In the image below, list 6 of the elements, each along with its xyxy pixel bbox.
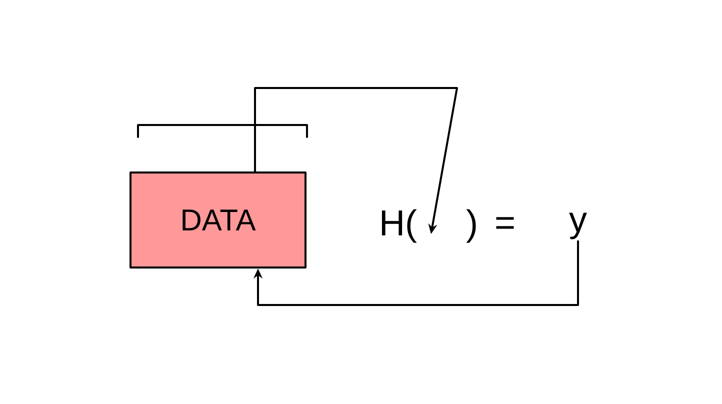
formula-text: y xyxy=(569,212,587,240)
equals-sign: = xyxy=(496,217,514,229)
data-box: DATA xyxy=(130,172,306,268)
formula-text: ) xyxy=(466,209,476,243)
formula-text: H( xyxy=(382,209,417,243)
arrow xyxy=(253,240,579,306)
